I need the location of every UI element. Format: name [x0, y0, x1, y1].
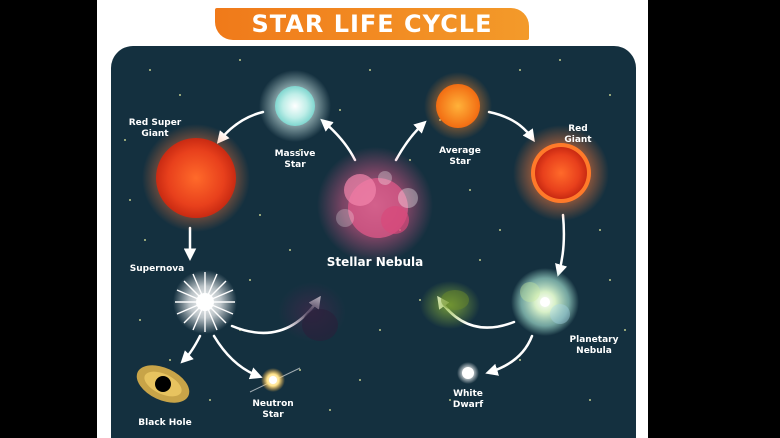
label-red-giant-line1: Red	[568, 124, 588, 134]
label-planetary-nebula-line2: Nebula	[576, 346, 612, 356]
label-red-super-giant-line2: Giant	[141, 129, 169, 139]
label-massive-star-line2: Star	[284, 160, 306, 170]
label-average-star: Average Star	[430, 146, 490, 168]
label-stellar-nebula-text: Stellar Nebula	[326, 255, 424, 269]
arrow-supernova-to-neutron-star	[212, 334, 263, 380]
label-white-dwarf-line2: Dwarf	[452, 400, 484, 410]
planetary-nebula-icon	[511, 268, 579, 336]
label-neutron-star: Neutron Star	[248, 399, 298, 421]
label-supernova-text: Supernova	[129, 264, 185, 274]
label-planetary-nebula: Planetary Nebula	[566, 335, 622, 357]
label-red-giant: Red Giant	[558, 124, 598, 146]
arrow-red-giant-to-planetary-nebula	[555, 213, 568, 277]
label-massive-star: Massive Star	[268, 149, 322, 171]
stellar-nebula-icon	[317, 147, 433, 263]
massive-star-icon	[259, 70, 331, 142]
green-nebula-remnant-icon	[420, 281, 480, 329]
neutron-star-icon	[249, 367, 301, 393]
label-planetary-nebula-line1: Planetary	[569, 335, 619, 345]
white-dwarf-icon	[457, 362, 479, 384]
label-supernova: Supernova	[128, 264, 186, 275]
label-black-hole: Black Hole	[136, 418, 194, 429]
red-giant-icon	[513, 125, 609, 221]
label-stellar-nebula: Stellar Nebula	[320, 255, 430, 269]
label-black-hole-text: Black Hole	[138, 418, 192, 428]
label-red-super-giant: Red Super Giant	[124, 118, 186, 140]
black-hole-icon	[136, 365, 190, 403]
star-field	[124, 59, 626, 411]
label-neutron-star-line2: Star	[262, 410, 284, 420]
label-massive-star-line1: Massive	[274, 149, 316, 159]
label-red-super-giant-line1: Red Super	[128, 118, 182, 128]
dark-nebula-remnant-icon	[278, 282, 346, 342]
supernova-icon	[173, 270, 237, 334]
diagram-title: STAR LIFE CYCLE	[251, 10, 493, 38]
label-average-star-line1: Average	[439, 146, 481, 156]
label-white-dwarf: White Dwarf	[446, 389, 490, 411]
title-banner: STAR LIFE CYCLE	[215, 8, 529, 40]
arrow-supernova-to-black-hole	[180, 334, 202, 364]
label-red-giant-line2: Giant	[564, 135, 592, 145]
label-white-dwarf-line1: White	[453, 389, 483, 399]
label-average-star-line2: Star	[449, 157, 471, 167]
average-star-icon	[424, 72, 492, 140]
label-neutron-star-line1: Neutron	[252, 399, 294, 409]
red-super-giant-icon	[142, 124, 250, 232]
arrow-average-to-red-giant	[487, 110, 535, 143]
arrow-planetary-to-white-dwarf	[485, 334, 534, 376]
